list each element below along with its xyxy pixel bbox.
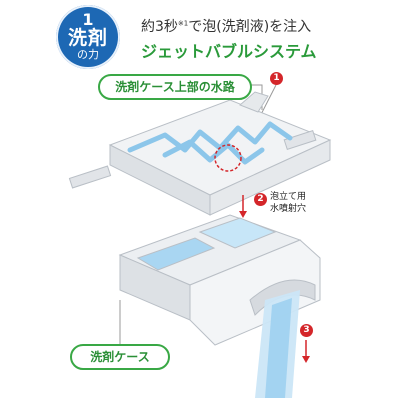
detergent-case-handle xyxy=(189,239,321,346)
detergent-power-badge: 1 洗剤 の力 xyxy=(56,5,120,69)
badge-number: 1 xyxy=(82,10,94,29)
marker-1: 1 xyxy=(270,72,283,85)
badge-word: 洗剤 xyxy=(67,27,108,49)
detergent-case-tray xyxy=(118,214,302,321)
label-detergent-case: 洗剤ケース xyxy=(70,344,170,370)
marker-3: 3 xyxy=(300,324,313,337)
marker-2-caption: 泡立て用 水噴射穴 xyxy=(270,191,306,215)
marker-2-caption-line1: 泡立て用 xyxy=(270,192,307,202)
jet-hole-highlight xyxy=(214,144,242,172)
water-stream xyxy=(255,290,300,398)
badge-suffix: の力 xyxy=(77,48,99,61)
arrow-marker3 xyxy=(302,340,310,363)
headline: 約3秒※1で泡(洗剤液)を注入 xyxy=(141,16,311,36)
headline-part2: で泡(洗剤液)を注入 xyxy=(188,19,312,35)
headline-part1: 約3秒 xyxy=(141,19,178,35)
subhead: ジェットバブルシステム xyxy=(141,42,317,61)
headline-footnote: ※1 xyxy=(177,19,189,28)
marker-2: 2 xyxy=(254,193,267,206)
label-upper-water-channel: 洗剤ケース上部の水路 xyxy=(98,74,252,100)
marker-2-caption-line2: 水噴射穴 xyxy=(270,204,307,214)
arrow-marker2 xyxy=(239,195,247,218)
